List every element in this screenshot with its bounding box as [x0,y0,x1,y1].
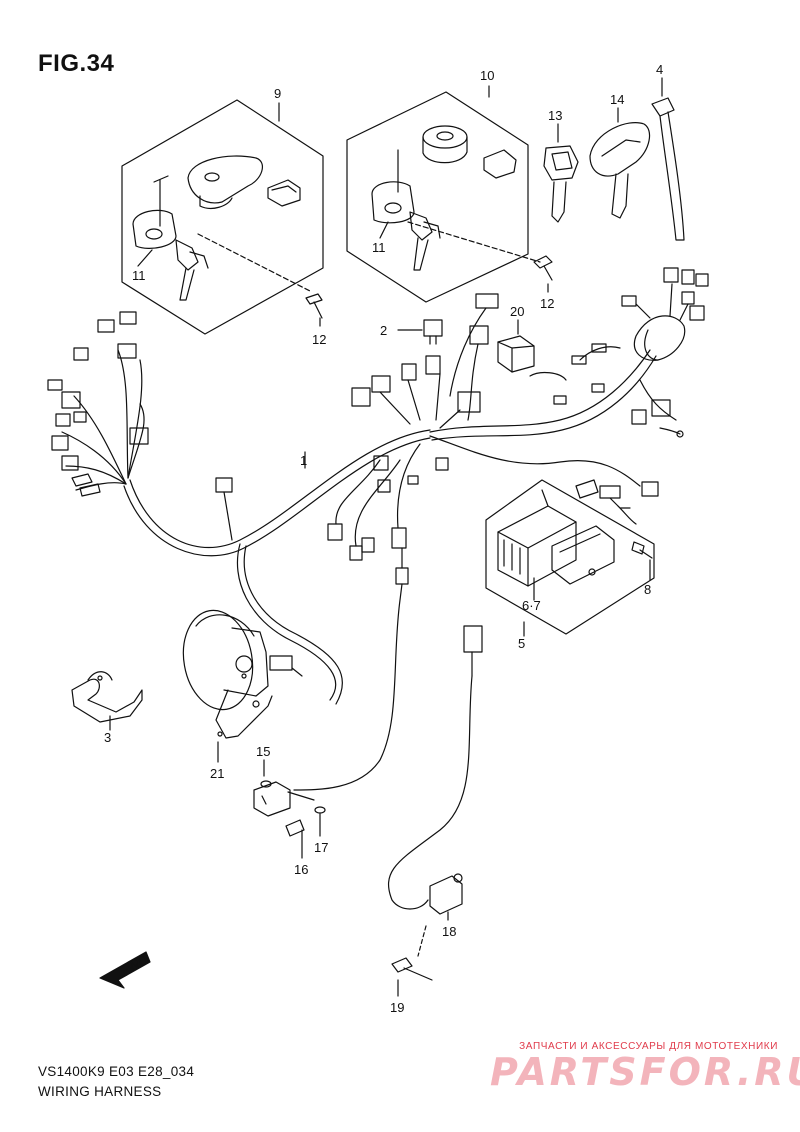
relay-20 [497,319,535,373]
callout-12-right: 12 [540,296,554,311]
callout-10: 10 [480,68,494,83]
bracket-3 [71,671,143,731]
callout-13: 13 [548,108,562,123]
figure-title: FIG.34 [38,50,115,77]
switch-15 [253,759,315,817]
regulator-5-box [485,479,655,637]
bolt-19 [391,925,433,997]
callout-9: 9 [274,86,281,101]
key-14 [589,107,651,219]
callout-15: 15 [256,744,270,759]
horn-21 [182,609,303,763]
fuel-lock-set-10-box [346,85,553,303]
callout-20: 20 [510,304,524,319]
footer-code: VS1400K9 E03 E28_034 [38,1064,195,1079]
screw-16 [285,819,305,859]
callout-11-right: 11 [372,240,386,255]
right-connector-cluster [529,267,709,525]
callout-4: 4 [656,62,663,77]
callout-5: 5 [518,636,525,651]
callout-8: 8 [644,582,651,597]
callout-14: 14 [610,92,624,107]
forward-arrow-icon [99,951,151,989]
callout-numbers: 1 2 3 4 5 6·7 8 9 10 11 11 12 12 13 14 1… [104,62,663,1015]
cable-tie-4 [651,77,685,241]
callout-17: 17 [314,840,328,855]
fuse-2 [397,319,443,345]
callout-3: 3 [104,730,111,745]
main-harness-1 [61,349,657,705]
callout-11-left: 11 [132,268,146,283]
callout-6-7: 6·7 [522,598,541,613]
sensor-lead-18 [387,625,483,921]
forward-arrow-label: FWD [117,952,150,979]
key-blank-13 [543,123,579,223]
footer-caption: WIRING HARNESS [38,1084,162,1099]
callout-1: 1 [300,453,307,468]
callout-12-left: 12 [312,332,326,347]
watermark-tagline: ЗАПЧАСТИ И АКСЕССУАРЫ ДЛЯ МОТОТЕХНИКИ [519,1041,778,1052]
watermark-brand-logo: PARTSFOR.RU [490,1050,800,1094]
left-connector-cluster [47,311,149,497]
callout-18: 18 [442,924,456,939]
callout-19: 19 [390,1000,404,1015]
callout-21: 21 [210,766,224,781]
harness-mid-connectors [215,293,499,791]
ignition-switch-set-9-box [121,99,324,335]
callout-16: 16 [294,862,308,877]
screw-17 [314,806,326,837]
callout-2: 2 [380,323,387,338]
